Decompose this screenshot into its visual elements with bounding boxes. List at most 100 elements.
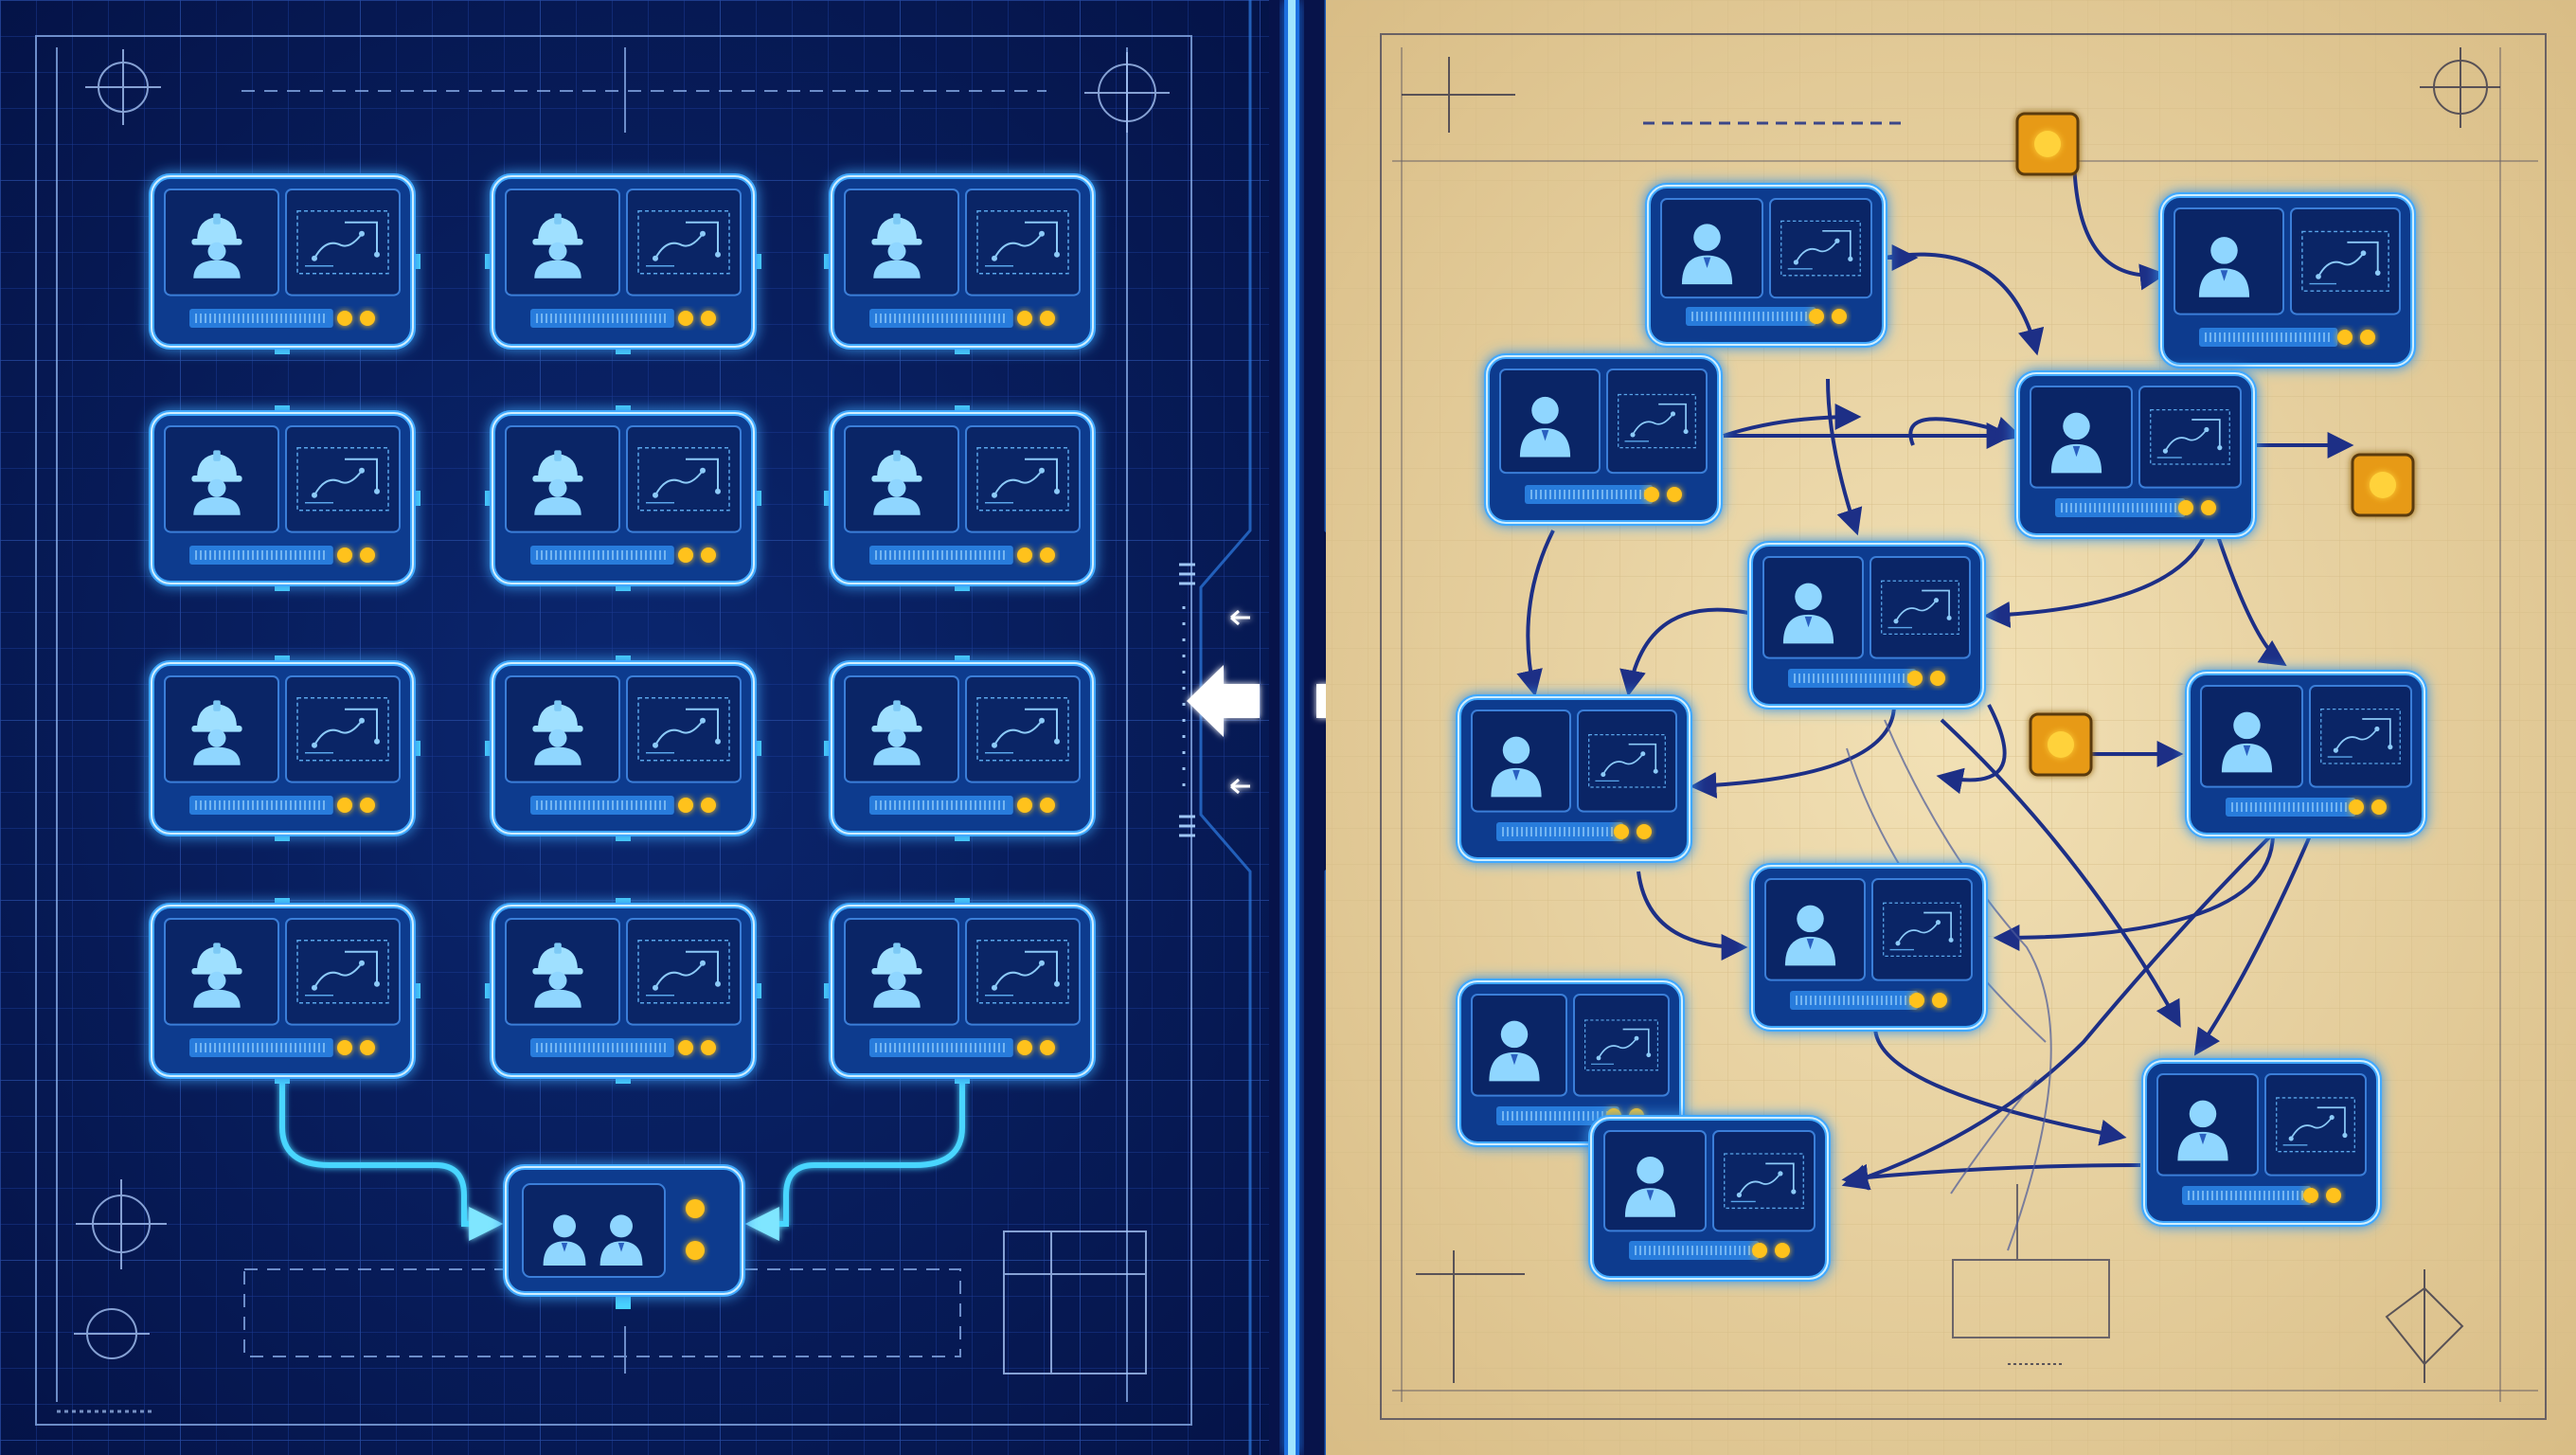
status-dot — [1752, 1243, 1767, 1258]
status-dot — [1644, 487, 1659, 502]
connector-port — [616, 1294, 631, 1309]
worker-card-r4-c2 — [490, 903, 757, 1079]
status-dot — [1040, 798, 1055, 813]
right-network-cards — [1456, 183, 2427, 1282]
network-edge — [1841, 1163, 2141, 1191]
status-dot — [1017, 311, 1032, 326]
status-dot — [337, 798, 352, 813]
status-dot — [1017, 798, 1032, 813]
status-dot — [2303, 1188, 2318, 1203]
status-dot — [1775, 1243, 1790, 1258]
network-edge — [2214, 530, 2287, 667]
status-bar — [2226, 798, 2356, 817]
worker-card-r2-c3 — [829, 410, 1096, 586]
status-dot — [360, 798, 375, 813]
network-edge — [1841, 832, 2275, 1191]
status-dot — [1909, 993, 1924, 1008]
status-dot — [1040, 311, 1055, 326]
status-dot — [701, 548, 716, 563]
status-dot — [2326, 1188, 2341, 1203]
worker-card-r2-c2 — [490, 410, 757, 586]
network-card-8 — [1749, 863, 1988, 1032]
status-dot — [337, 548, 352, 563]
bell-alert-icon — [2029, 712, 2093, 777]
worker-card-r3-c3 — [829, 660, 1096, 836]
network-edge — [1908, 417, 2023, 446]
worker-card-r1-c3 — [829, 173, 1096, 350]
network-edge — [2193, 833, 2313, 1056]
status-bar — [2055, 498, 2186, 517]
network-edge — [1619, 607, 1762, 697]
crosshair-mark — [74, 49, 1170, 1374]
network-card-9 — [1456, 979, 1685, 1147]
network-card-4 — [2014, 370, 2257, 539]
network-edge — [1516, 530, 1555, 697]
status-dot — [1907, 671, 1923, 686]
network-edge — [2072, 151, 2167, 291]
network-edge — [1637, 871, 1748, 961]
status-dot — [2349, 799, 2364, 815]
network-card-11 — [1588, 1115, 1831, 1282]
merge-connector — [279, 1076, 504, 1241]
network-edge — [1936, 704, 2007, 795]
status-dot — [678, 798, 693, 813]
status-dot — [1040, 1040, 1055, 1055]
status-dot — [337, 311, 352, 326]
status-dot — [686, 1241, 705, 1260]
network-card-3 — [1484, 353, 1723, 526]
worker-card-r1-c1 — [149, 173, 416, 350]
status-dot — [678, 1040, 693, 1055]
status-dot — [1667, 487, 1682, 502]
status-dot — [360, 548, 375, 563]
status-dot — [2371, 799, 2387, 815]
worker-card-r3-c2 — [490, 660, 757, 836]
status-dot — [1637, 824, 1652, 839]
network-card-1 — [1645, 183, 1887, 348]
status-dot — [686, 1199, 705, 1218]
team-merge-node — [503, 1164, 745, 1297]
center-divider — [1179, 0, 1377, 1455]
network-card-10 — [2141, 1058, 2382, 1227]
network-card-7 — [2185, 670, 2427, 838]
status-dot — [2360, 330, 2375, 345]
worker-card-r1-c2 — [490, 173, 757, 350]
status-dot — [701, 1040, 716, 1055]
ruler-ticks — [1179, 563, 1195, 837]
status-dot — [1017, 1040, 1032, 1055]
network-edge — [1993, 833, 2275, 951]
status-dot — [1932, 993, 1947, 1008]
worker-card-r2-c1 — [149, 410, 416, 586]
network-edge — [1940, 718, 2181, 1028]
merge-connector — [744, 1076, 965, 1241]
left-card-grid — [149, 173, 1096, 1079]
status-dot — [2337, 330, 2352, 345]
status-bar — [2182, 1186, 2312, 1205]
network-edge — [1873, 1026, 2127, 1146]
bell-alert-icon — [2015, 112, 2080, 176]
status-dot — [1809, 309, 1824, 324]
status-bar — [1686, 307, 1816, 326]
network-edge — [1983, 530, 2209, 628]
bell-alert-icon — [2351, 453, 2415, 517]
status-dot — [1040, 548, 1055, 563]
status-dot — [1832, 309, 1847, 324]
status-dot — [360, 1040, 375, 1055]
network-edge — [1690, 704, 1896, 799]
status-dot — [701, 798, 716, 813]
right-network-edges — [1516, 151, 2354, 1251]
status-dot — [701, 311, 716, 326]
network-card-5 — [1747, 541, 1986, 710]
status-dot — [1930, 671, 1945, 686]
status-dot — [337, 1040, 352, 1055]
network-card-2 — [2158, 192, 2416, 368]
status-dot — [678, 548, 693, 563]
worker-card-r4-c1 — [149, 903, 416, 1079]
network-card-6 — [1456, 694, 1692, 863]
status-dot — [1017, 548, 1032, 563]
worker-card-r3-c1 — [149, 660, 416, 836]
status-dot — [360, 311, 375, 326]
pencil-line — [1950, 1079, 2037, 1195]
status-bar — [1629, 1241, 1760, 1260]
status-dot — [2178, 500, 2193, 515]
